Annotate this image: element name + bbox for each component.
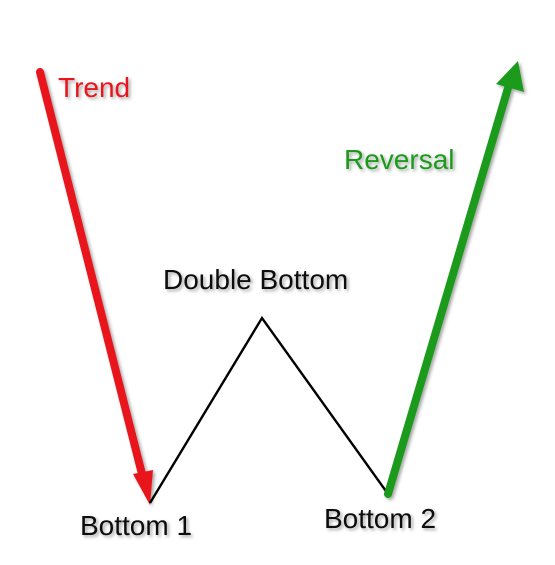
bottom-2-label: Bottom 2 (324, 503, 436, 534)
reversal-arrow-shaft (384, 84, 512, 498)
double-bottom-pattern-line (148, 315, 389, 504)
trend-label: Trend (58, 72, 130, 103)
trend-arrow-shaft (36, 68, 147, 482)
trend-arrowhead (133, 470, 153, 505)
reversal-arrowhead (496, 61, 524, 92)
trend-arrow (36, 68, 153, 505)
reversal-label: Reversal (344, 144, 454, 175)
bottom-1-label: Bottom 1 (80, 510, 192, 541)
reversal-arrow (384, 61, 524, 498)
diagram-title: Double Bottom (163, 264, 348, 295)
